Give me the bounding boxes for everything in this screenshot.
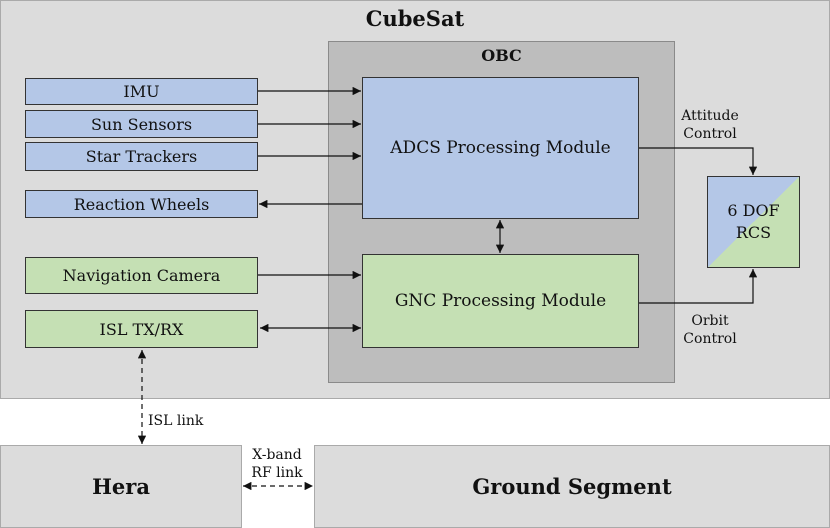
orbit-label-line2: Control xyxy=(683,331,737,347)
reaction-wheels-block: Reaction Wheels xyxy=(25,190,258,218)
navigation-camera-label: Navigation Camera xyxy=(62,266,221,285)
sun-sensors-block: Sun Sensors xyxy=(25,110,258,138)
sun-sensors-label: Sun Sensors xyxy=(90,114,193,134)
imu-label: IMU xyxy=(123,82,160,101)
attitude-label-line1: Attitude xyxy=(681,108,739,124)
isl-link-label: ISL link xyxy=(148,413,204,429)
xband-label-line1: X-band xyxy=(252,447,302,463)
attitude-control-label: Attitude Control xyxy=(668,107,752,143)
rcs-label-line2: RCS xyxy=(735,223,772,242)
orbit-control-label: Orbit Control xyxy=(668,312,752,348)
star-trackers-block: Star Trackers xyxy=(25,142,258,171)
gnc-to-rcs-arrow xyxy=(639,269,758,304)
adcs-to-rcs-arrow xyxy=(639,147,758,175)
attitude-label-line2: Control xyxy=(683,126,737,142)
rcs-block: 6 DOF RCS xyxy=(707,176,800,268)
cubesat-title: CubeSat xyxy=(365,6,465,31)
rcs-label-line1: 6 DOF xyxy=(727,201,780,220)
ground-segment-label: Ground Segment xyxy=(472,474,672,499)
hera-block: Hera xyxy=(0,445,242,528)
hera-label: Hera xyxy=(92,474,150,499)
xband-label-line2: RF link xyxy=(251,465,303,481)
star-trackers-label: Star Trackers xyxy=(85,147,198,166)
isl-txrx-label: ISL TX/RX xyxy=(99,319,184,339)
orbit-label-line1: Orbit xyxy=(691,313,729,329)
isl-txrx-block: ISL TX/RX xyxy=(25,310,258,348)
imu-block: IMU xyxy=(25,78,258,105)
adcs-label: ADCS Processing Module xyxy=(390,138,611,158)
xband-link-label: X-band RF link xyxy=(240,446,314,482)
obc-title: OBC xyxy=(481,46,522,65)
gnc-label: GNC Processing Module xyxy=(394,291,607,311)
ground-segment-block: Ground Segment xyxy=(314,445,830,528)
reaction-wheels-label: Reaction Wheels xyxy=(73,194,210,214)
adcs-module: ADCS Processing Module xyxy=(362,77,639,219)
navigation-camera-block: Navigation Camera xyxy=(25,257,258,294)
gnc-module: GNC Processing Module xyxy=(362,254,639,348)
